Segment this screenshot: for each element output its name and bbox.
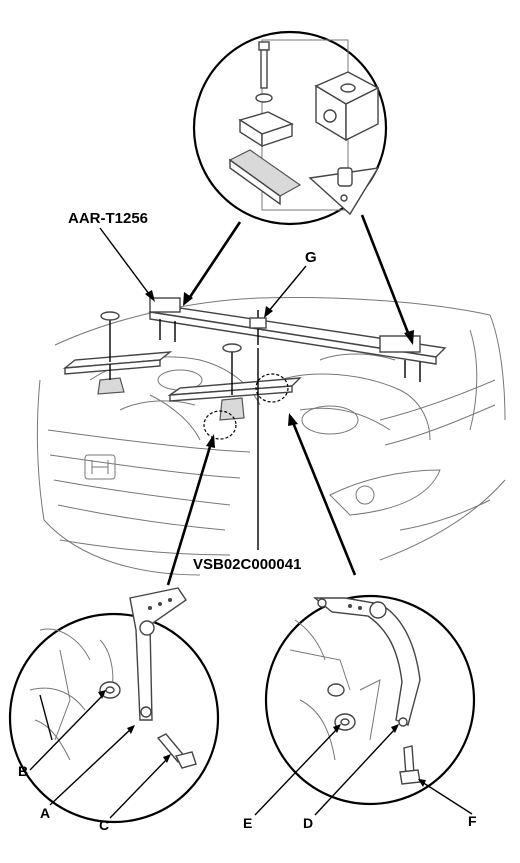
top-leader-arrows: [183, 214, 414, 345]
detail-left-circle: [8, 587, 220, 824]
car-front-sketch: [36, 297, 506, 576]
label-d: D: [303, 815, 313, 831]
detail-right-circle: [264, 594, 476, 806]
label-a: A: [40, 805, 50, 821]
label-figure-code: VSB02C000041: [193, 556, 301, 573]
label-c: C: [99, 817, 109, 833]
top-detail-circle: [192, 30, 388, 226]
label-g: G: [305, 249, 317, 266]
vsb-leaders: [166, 348, 357, 586]
label-f: F: [468, 813, 477, 829]
label-e: E: [243, 815, 252, 831]
bolt-f-icon: [399, 745, 421, 785]
label-tool-number: AAR-T1256: [68, 210, 148, 227]
g-leader-line: [267, 265, 307, 313]
label-b: B: [18, 763, 28, 779]
bolt-c-icon: [156, 733, 197, 769]
bolt-icon: [255, 41, 273, 103]
tool-leader-line: [99, 227, 153, 299]
engine-support-beam: [62, 297, 447, 440]
